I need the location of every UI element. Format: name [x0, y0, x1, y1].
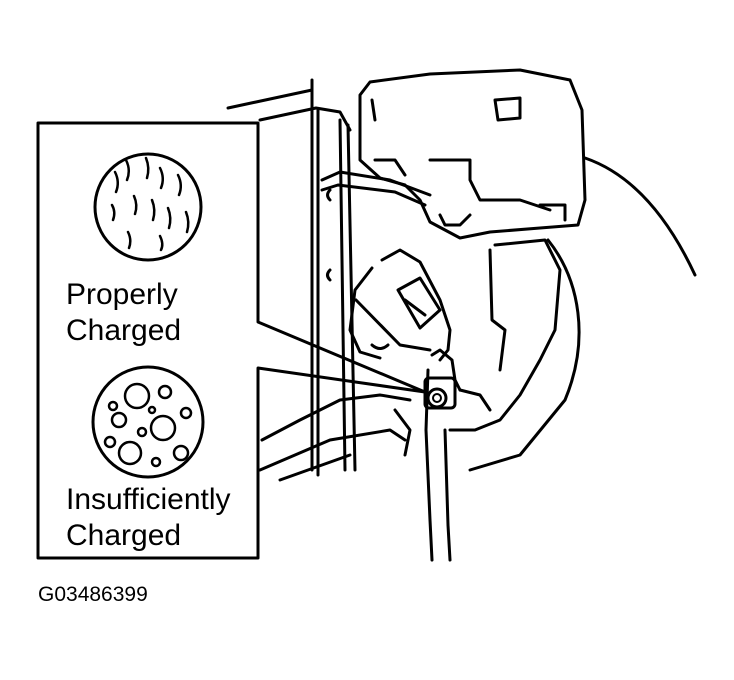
engine-bay-illustration — [226, 68, 697, 562]
insufficient-label-line2: Charged — [66, 519, 182, 552]
body-pillar — [310, 78, 357, 477]
fender-curve — [583, 156, 697, 277]
proper-label-line2: Charged — [66, 314, 182, 347]
legend-frame — [36, 121, 427, 560]
figure-code: G03486399 — [38, 583, 148, 606]
insufficiently-charged-icon — [91, 365, 205, 479]
sight-glass — [423, 376, 457, 410]
insufficient-label-line1: Insufficiently — [66, 483, 231, 516]
connector-block — [396, 276, 442, 330]
properly-charged-icon — [93, 152, 203, 262]
top-housing — [358, 68, 587, 240]
proper-label-line1: Properly — [66, 278, 178, 311]
